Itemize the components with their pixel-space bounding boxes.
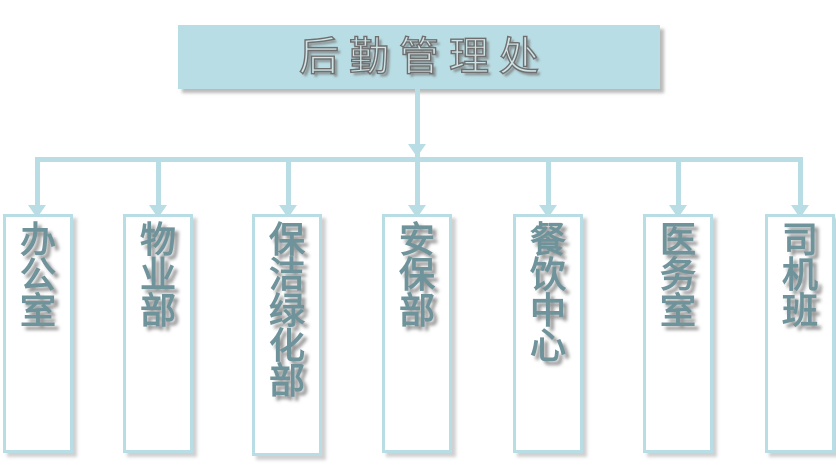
org-child-node-3[interactable]: 保洁绿化部	[252, 214, 322, 456]
connector-root-arrowhead	[408, 144, 426, 157]
connector-drop-2	[156, 157, 161, 215]
org-child-node-4[interactable]: 安保部	[382, 214, 452, 453]
org-child-node-5[interactable]: 餐饮中心	[513, 214, 583, 453]
connector-drop-6	[676, 157, 681, 215]
org-child-label-5: 餐饮中心	[529, 219, 566, 367]
connector-drop-5	[546, 157, 551, 215]
org-child-node-2[interactable]: 物业部	[123, 214, 193, 453]
org-child-label-3: 保洁绿化部	[268, 219, 305, 403]
org-child-node-7[interactable]: 司机班	[765, 214, 835, 453]
connector-drop-4	[415, 157, 420, 215]
org-child-label-7: 司机班	[781, 219, 818, 332]
connector-drop-1	[35, 157, 40, 215]
connector-drop-3	[286, 157, 291, 215]
org-child-node-1[interactable]: 办公室	[3, 214, 73, 453]
connector-root-stem	[415, 89, 420, 157]
org-child-node-6[interactable]: 医务室	[643, 214, 713, 453]
org-root-node[interactable]: 后勤管理处	[178, 25, 660, 89]
connector-drop-7	[798, 157, 803, 215]
org-child-label-1: 办公室	[19, 219, 56, 332]
org-child-label-6: 医务室	[659, 219, 696, 332]
org-child-label-2: 物业部	[139, 219, 176, 332]
org-child-label-4: 安保部	[398, 219, 435, 332]
org-root-label: 后勤管理处	[298, 34, 549, 80]
